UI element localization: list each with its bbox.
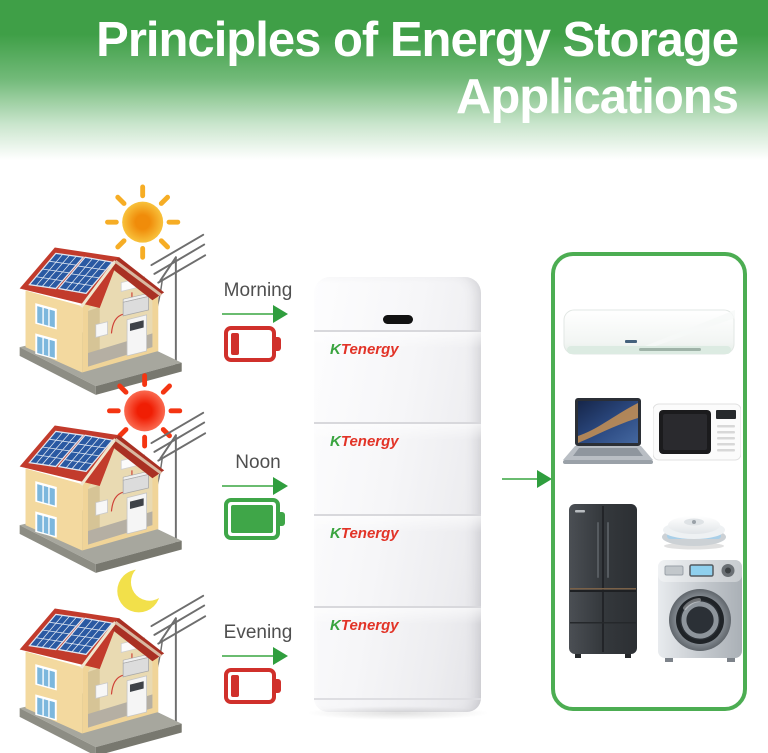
- refrigerator-icon: [569, 504, 637, 658]
- appliance-panel: [551, 252, 747, 711]
- tower-battery-module-1: KTenergy: [314, 330, 481, 422]
- ktenergy-logo: KTenergy: [330, 525, 399, 542]
- header-banner: Principles of Energy Storage Application…: [0, 0, 768, 172]
- battery-storage-unit: KTenergy KTenergy KTenergy KTenergy: [314, 277, 481, 712]
- air-conditioner-icon: [563, 309, 735, 355]
- arrow-right-icon: [222, 477, 288, 495]
- arrow-right-icon: [502, 470, 552, 488]
- ktenergy-logo: KTenergy: [330, 433, 399, 450]
- laptop-icon: [563, 398, 653, 464]
- tower-battery-module-2: KTenergy: [314, 422, 481, 514]
- ktenergy-logo: KTenergy: [330, 617, 399, 634]
- house-illustration: [20, 596, 205, 753]
- scene-morning-house: [6, 184, 211, 399]
- sun-icon: [105, 184, 181, 260]
- title-line1: Principles of Energy Storage: [96, 13, 739, 67]
- arrow-right-icon: [222, 305, 288, 323]
- ktenergy-logo: KTenergy: [330, 341, 399, 358]
- scene-evening-house: [6, 563, 211, 753]
- robot-vacuum-icon: [662, 516, 726, 550]
- time-group-evening: Evening: [220, 622, 296, 704]
- red-sun-icon: [107, 373, 183, 449]
- page-title: Principles of Energy Storage Application…: [96, 12, 739, 126]
- battery-low-icon: [224, 668, 281, 704]
- tower-top-cap: [314, 277, 481, 330]
- time-label-evening: Evening: [223, 622, 293, 643]
- washing-machine-icon: [658, 560, 742, 662]
- battery-full-icon: [224, 498, 285, 540]
- title-line2: Applications: [455, 70, 739, 124]
- time-label-noon: Noon: [235, 452, 281, 473]
- tower-vent: [382, 315, 413, 324]
- tower-base: [314, 698, 481, 720]
- microwave-oven-icon: [653, 403, 741, 461]
- time-group-noon: Noon: [220, 452, 296, 540]
- crescent-moon-icon: [117, 563, 169, 613]
- tower-battery-module-3: KTenergy: [314, 514, 481, 606]
- battery-low-icon: [224, 326, 281, 362]
- time-label-morning: Morning: [223, 280, 293, 301]
- tower-battery-module-4: KTenergy: [314, 606, 481, 698]
- scene-noon-house: [6, 373, 211, 577]
- tower-shadow: [306, 706, 490, 720]
- time-group-morning: Morning: [220, 280, 296, 362]
- arrow-right-icon: [222, 647, 288, 665]
